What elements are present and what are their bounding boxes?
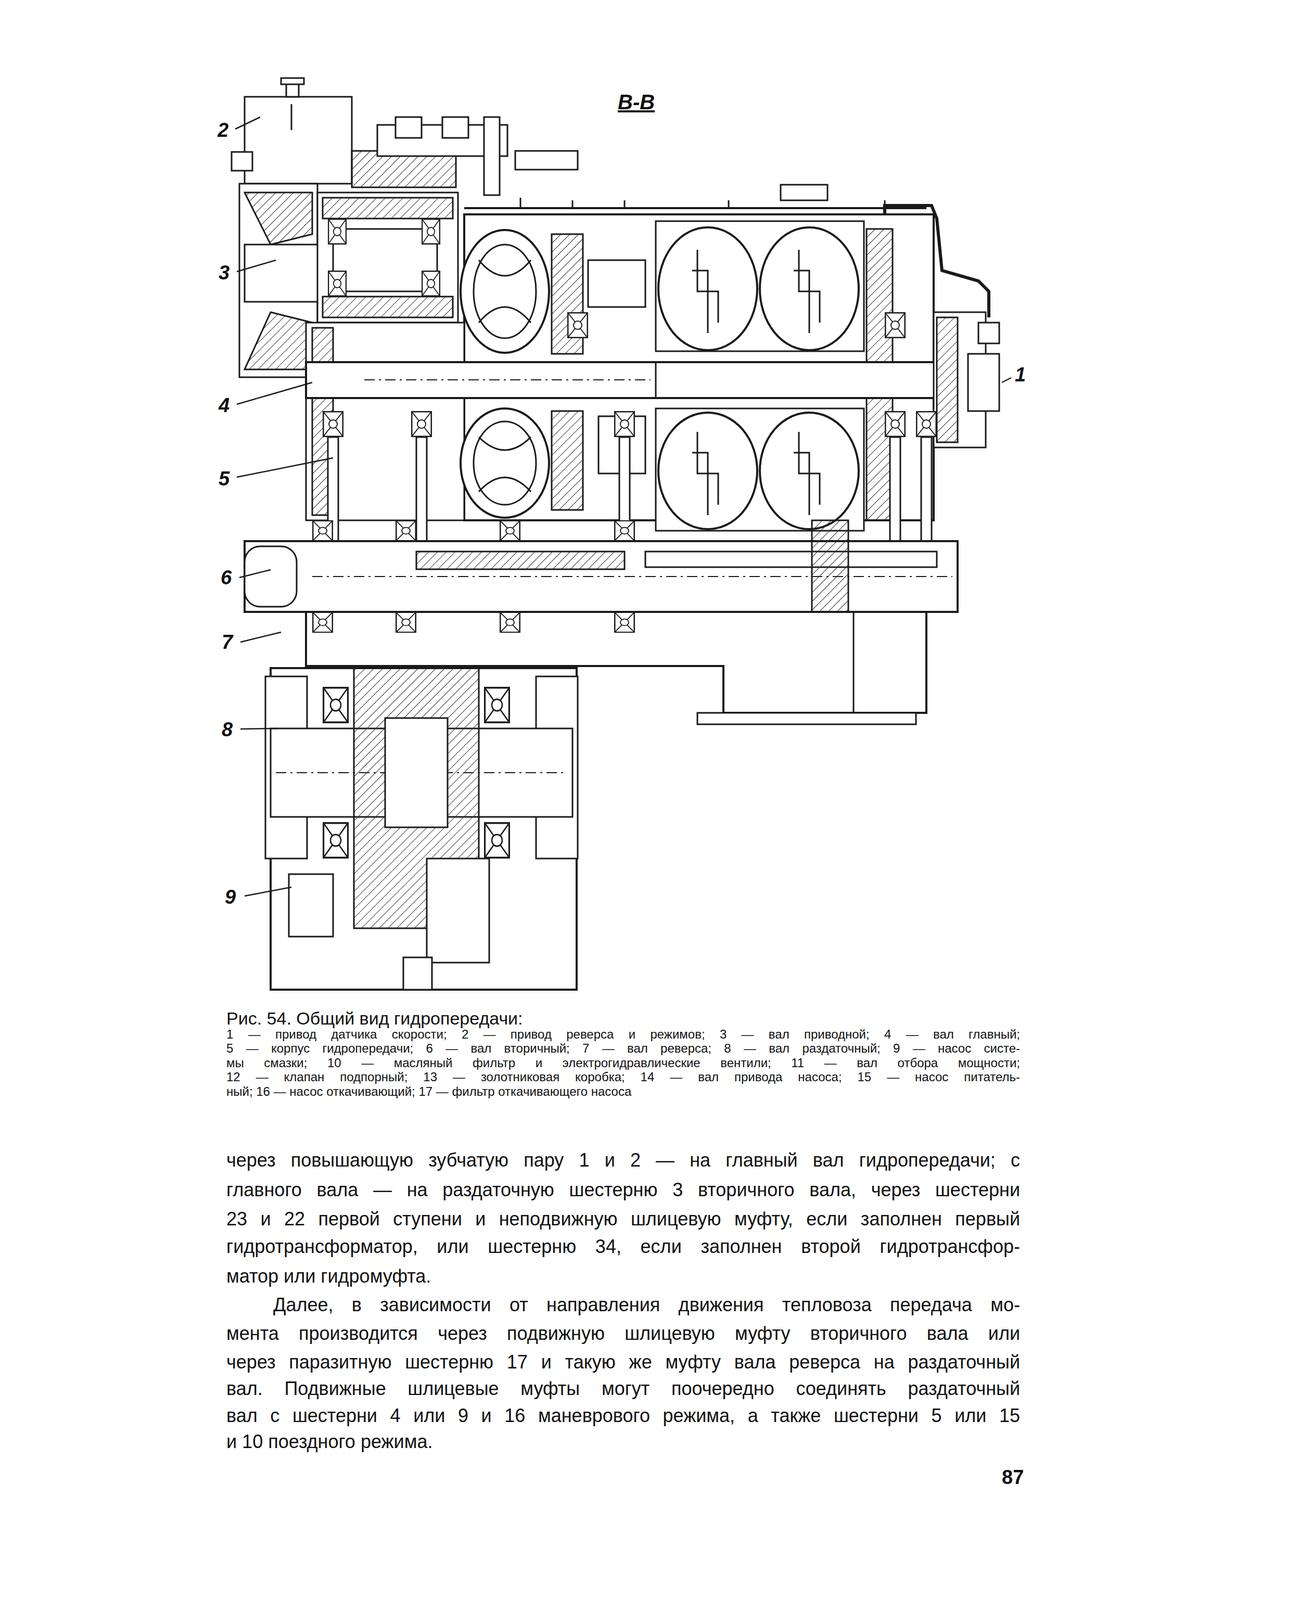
caption-key-line: 5 — корпус гидропередачи; 6 — вал вторич… bbox=[226, 1041, 1021, 1057]
callout-number: 2 bbox=[217, 118, 229, 143]
body-text-line: вал. Подвижные шлицевые муфты могут пооч… bbox=[226, 1377, 1021, 1400]
body-text-line: вал с шестерни 4 или 9 и 16 маневрового … bbox=[226, 1404, 1021, 1428]
body-text-line: через паразитную шестерню 17 и такую же … bbox=[226, 1351, 1021, 1374]
callout-number: 4 bbox=[218, 393, 230, 418]
body-text-line: Далее, в зависимости от направления движ… bbox=[273, 1293, 1021, 1317]
page-number: 87 bbox=[1001, 1466, 1024, 1490]
callout-number: 7 bbox=[221, 630, 233, 655]
body-text-line: главного вала — на раздаточную шестерню … bbox=[226, 1178, 1021, 1202]
body-text-line: 23 и 22 первой ступени и неподвижную шли… bbox=[226, 1207, 1021, 1231]
callout-number: 6 bbox=[220, 566, 232, 591]
callout-number: 3 bbox=[218, 261, 230, 286]
caption-key-line: 12 — клапан подпорный; 13 — золотниковая… bbox=[226, 1070, 1021, 1086]
body-text-line: через повышающую зубчатую пару 1 и 2 — н… bbox=[226, 1149, 1021, 1172]
caption-key-line: ный; 16 — насос откачивающий; 17 — фильт… bbox=[226, 1084, 632, 1100]
body-text-line: и 10 поездного режима. bbox=[226, 1430, 433, 1454]
callout-number: 5 bbox=[218, 467, 230, 492]
body-text-line: матор или гидромуфта. bbox=[226, 1265, 431, 1288]
callout-number: 1 bbox=[1014, 363, 1026, 388]
callout-number: 8 bbox=[221, 718, 233, 743]
body-text-line: гидротрансформатор, или шестерню 34, есл… bbox=[226, 1235, 1021, 1258]
callout-number: 9 bbox=[224, 885, 236, 910]
section-label: В-В bbox=[617, 89, 655, 115]
caption-key-line: 1 — привод датчика скорости; 2 — привод … bbox=[226, 1027, 1021, 1043]
caption-key-line: мы смазки; 10 — масляный фильтр и электр… bbox=[226, 1055, 1021, 1072]
body-text-line: мента производится через подвижную шлице… bbox=[226, 1322, 1021, 1345]
figure-caption: Рис. 54. Общий вид гидропередачи: bbox=[226, 1008, 524, 1030]
